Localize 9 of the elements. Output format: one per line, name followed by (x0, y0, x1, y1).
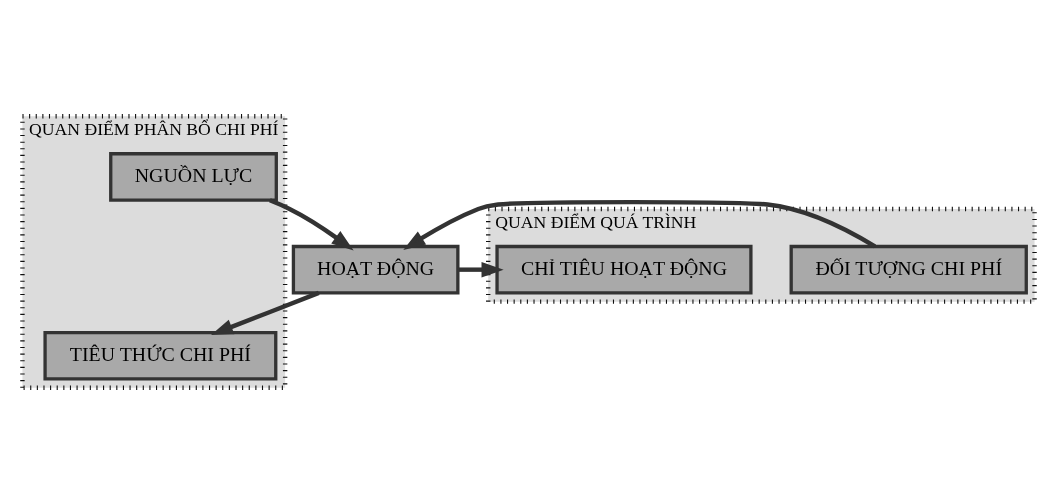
node-box: ĐỐI TƯỢNG CHI PHÍ (789, 244, 1028, 294)
arrow (458, 261, 504, 277)
node-box: TIÊU THỨC CHI PHÍ (43, 330, 278, 381)
node-box: HOẠT ĐỘNG (291, 244, 460, 294)
node-box: CHỈ TIÊU HOẠT ĐỘNG (495, 244, 753, 294)
arrow (210, 290, 320, 335)
arrow (403, 199, 877, 250)
arrow (269, 197, 354, 250)
node-box: NGUỒN LỰC (109, 151, 278, 202)
